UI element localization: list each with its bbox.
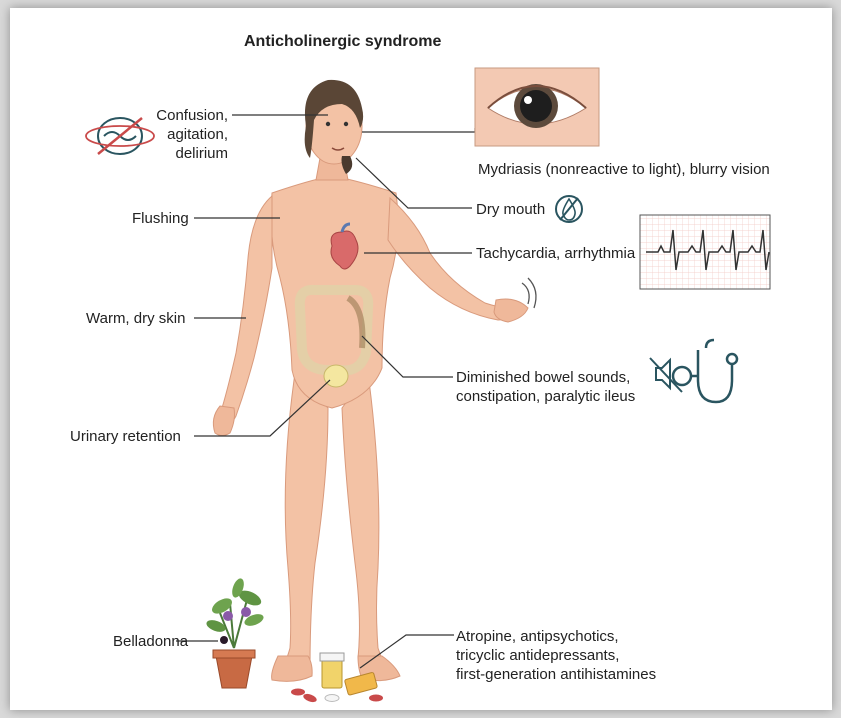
bladder: [324, 365, 348, 387]
no-water-icon: [556, 196, 582, 222]
eye-panel: [475, 68, 599, 146]
label-belladonna: Belladonna: [113, 632, 188, 651]
label-dry-mouth: Dry mouth: [476, 200, 545, 219]
label-confusion: Confusion, agitation, delirium: [140, 106, 228, 163]
right-hand: [494, 299, 528, 322]
figure-card: Anticholinergic syndrome Confusion, agit…: [10, 8, 832, 710]
label-drugs: Atropine, antipsychotics, tricyclic anti…: [456, 627, 656, 684]
left-arm: [218, 196, 272, 426]
left-hand: [213, 406, 234, 436]
illustration: [10, 8, 832, 710]
right-leg: [342, 373, 388, 672]
ecg-panel: [640, 215, 770, 289]
belladonna-plant: [205, 577, 265, 688]
label-tachycardia: Tachycardia, arrhythmia: [476, 244, 635, 263]
left-leg: [280, 373, 328, 673]
left-foot: [272, 656, 313, 681]
stethoscope-icon: [673, 340, 737, 402]
muted-speaker-icon: [650, 358, 682, 392]
label-warm-dry-skin: Warm, dry skin: [86, 309, 185, 328]
label-urinary-retention: Urinary retention: [70, 427, 181, 446]
label-bowel: Diminished bowel sounds, constipation, p…: [456, 368, 635, 406]
label-flushing: Flushing: [132, 209, 189, 228]
label-mydriasis: Mydriasis (nonreactive to light), blurry…: [478, 160, 770, 179]
figure-title: Anticholinergic syndrome: [244, 32, 441, 51]
